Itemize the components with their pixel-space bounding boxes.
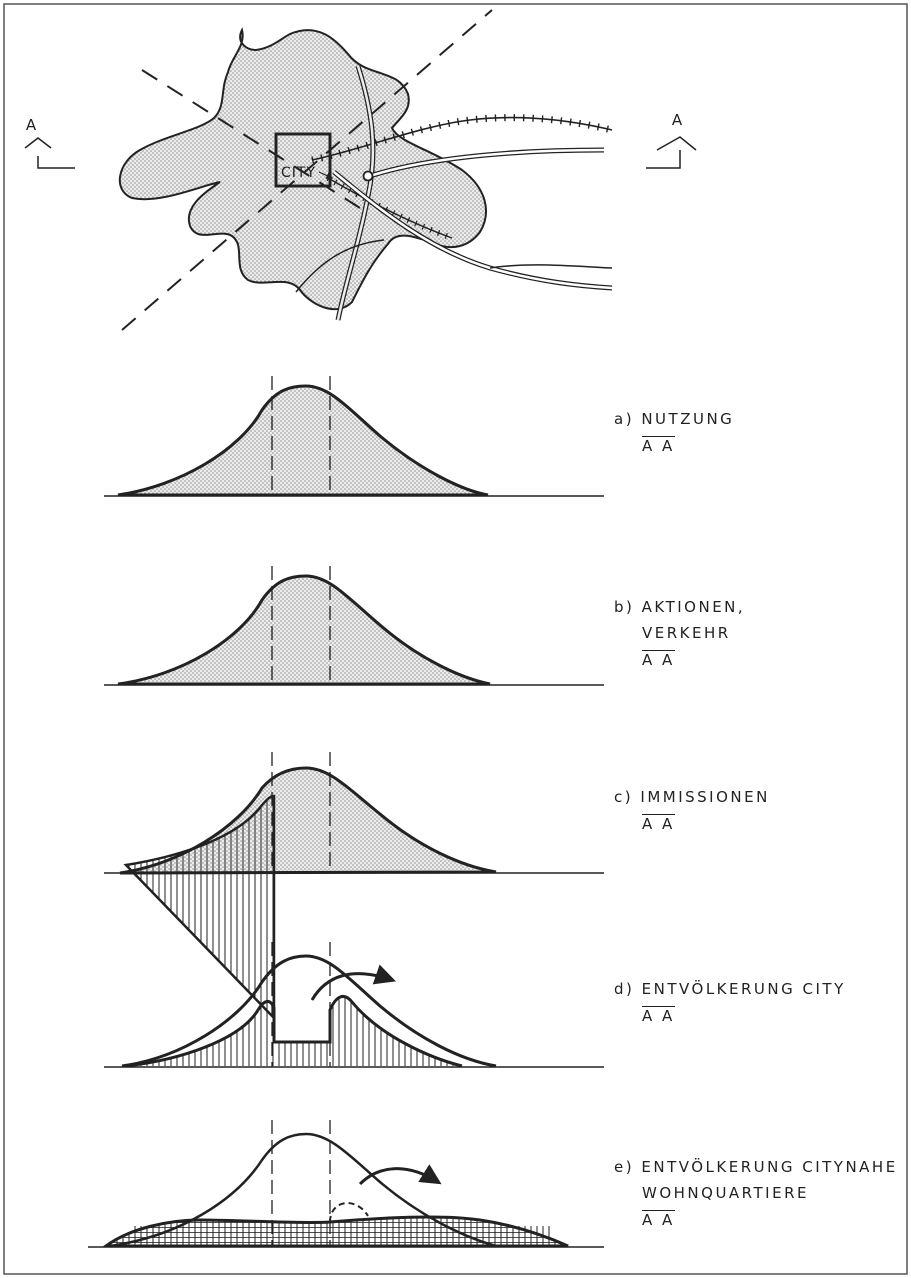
label-b-line2: VERKEHR [642,624,731,642]
population-profile-d [125,994,463,1068]
label-e: e) ENTVÖLKERUNG CITYNAHE WOHNQUARTIERE A… [614,1154,898,1233]
label-e-section: A A [642,1210,675,1229]
label-b-section: A A [642,650,675,669]
label-e-letter: e) [614,1158,635,1176]
label-b-line1: AKTIONEN, [641,598,746,616]
city-box [274,132,332,188]
profile-a [104,376,604,497]
section-marker-left-label: A [26,116,37,134]
curve-b [117,574,491,686]
curve-a [117,384,489,497]
city-map: CITY A A [24,9,697,331]
section-marker-left: A [24,116,75,169]
label-a-letter: a) [614,410,635,428]
label-b-letter: b) [614,598,635,616]
curve-d [121,954,497,1068]
label-a-line1: NUTZUNG [641,410,735,428]
label-a-section: A A [642,436,675,455]
profile-e [88,1120,604,1248]
label-c-line1: IMMISSIONEN [640,788,770,806]
population-d [123,794,276,1022]
dashed-bump-e [329,1202,369,1223]
label-d-section: A A [642,1006,675,1025]
page-frame [3,3,908,1275]
road-southwest [295,239,385,293]
curve-e [109,1132,497,1248]
arrow-e [358,1164,442,1186]
label-b: b) AKTIONEN, VERKEHR A A [614,594,745,673]
urban-area [118,27,487,311]
arrow-d [310,964,396,1001]
label-a: a) NUTZUNG A A [614,406,734,459]
section-marker-right-label: A [672,111,683,129]
label-d-letter: d) [614,980,635,998]
city-label: CITY [281,165,316,181]
axis-line-ne [121,9,493,331]
label-e-line2: WOHNQUARTIERE [642,1184,809,1202]
profile-d [104,794,604,1068]
label-d: d) ENTVÖLKERUNG CITY A A [614,976,846,1029]
section-marker-right: A [646,111,697,169]
label-c: c) IMMISSIONEN A A [614,784,770,837]
label-c-letter: c) [614,788,634,806]
railway-line-2 [327,177,453,239]
label-e-line1: ENTVÖLKERUNG CITYNAHE [641,1158,898,1176]
profile-b [104,566,604,686]
label-d-line1: ENTVÖLKERUNG CITY [641,980,846,998]
junction-node [362,170,374,182]
label-c-section: A A [642,814,675,833]
railway-line [311,116,613,161]
